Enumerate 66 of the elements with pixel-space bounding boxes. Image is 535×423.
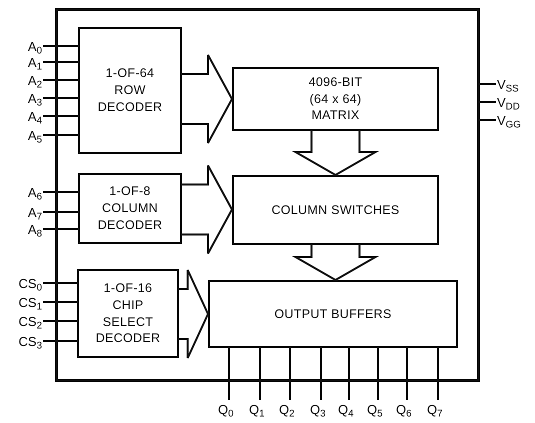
block-box bbox=[232, 67, 439, 131]
pin-line bbox=[43, 115, 78, 117]
pin-label: A$_{0}$ bbox=[10, 38, 42, 54]
pin-label: Q$_{4}$ bbox=[338, 400, 360, 418]
block-label: 1-OF-16 CHIP SELECT DECODER bbox=[94, 280, 162, 348]
block-label: 1-OF-8 COLUMN DECODER bbox=[96, 183, 164, 234]
pin-label: Q$_{3}$ bbox=[310, 400, 332, 418]
pin-line bbox=[320, 348, 322, 400]
pin-label: A$_{3}$ bbox=[10, 90, 42, 106]
block-box bbox=[78, 27, 182, 154]
pin-line bbox=[480, 101, 496, 103]
pin-label: Q$_{7}$ bbox=[427, 400, 449, 418]
pin-line bbox=[43, 301, 77, 303]
block-box bbox=[208, 280, 458, 348]
pin-label: CS$_{0}$ bbox=[4, 275, 42, 291]
pin-label: A$_{1}$ bbox=[10, 54, 42, 70]
block-arrow bbox=[292, 130, 380, 176]
pin-line bbox=[43, 211, 78, 213]
pin-line bbox=[437, 348, 439, 400]
pin-label: V$_{GG}$ bbox=[497, 112, 533, 128]
block-box bbox=[77, 269, 179, 358]
pin-label: A$_{6}$ bbox=[10, 184, 42, 200]
pin-line bbox=[43, 79, 78, 81]
pin-label: A$_{8}$ bbox=[10, 221, 42, 237]
pin-line bbox=[228, 348, 230, 400]
block-arrow bbox=[292, 244, 380, 282]
pin-line bbox=[348, 348, 350, 400]
pin-line bbox=[43, 191, 78, 193]
pin-line bbox=[43, 340, 77, 342]
pin-line bbox=[43, 320, 77, 322]
pin-label: A$_{5}$ bbox=[10, 127, 42, 143]
block-label: COLUMN SWITCHES bbox=[270, 202, 401, 218]
pin-line bbox=[43, 282, 77, 284]
block-arrow bbox=[181, 164, 234, 254]
pin-line bbox=[43, 45, 78, 47]
pin-line bbox=[480, 83, 496, 85]
pin-label: Q$_{0}$ bbox=[218, 400, 240, 418]
pin-label: CS$_{3}$ bbox=[4, 333, 42, 349]
pin-line bbox=[43, 97, 78, 99]
block-label: 1-OF-64 ROW DECODER bbox=[96, 65, 164, 116]
pin-label: CS$_{1}$ bbox=[4, 294, 42, 310]
pin-label: Q$_{6}$ bbox=[396, 400, 418, 418]
block-label: OUTPUT BUFFERS bbox=[273, 306, 393, 322]
pin-line bbox=[480, 119, 496, 121]
pin-label: CS$_{2}$ bbox=[4, 313, 42, 329]
pin-label: Q$_{5}$ bbox=[367, 400, 389, 418]
block-box bbox=[232, 175, 439, 245]
pin-line bbox=[377, 348, 379, 400]
block-label: 4096-BIT (64 x 64) MATRIX bbox=[308, 74, 364, 124]
pin-label: A$_{4}$ bbox=[10, 108, 42, 124]
pin-label: A$_{7}$ bbox=[10, 204, 42, 220]
pin-label: Q$_{2}$ bbox=[279, 400, 301, 418]
pin-line bbox=[406, 348, 408, 400]
pin-label: A$_{2}$ bbox=[10, 72, 42, 88]
block-box bbox=[78, 173, 182, 244]
pin-label: V$_{DD}$ bbox=[497, 94, 533, 110]
block-arrow bbox=[181, 54, 234, 144]
chip-outline bbox=[55, 8, 480, 382]
pin-label: V$_{SS}$ bbox=[497, 76, 533, 92]
pin-line bbox=[289, 348, 291, 400]
pin-line bbox=[43, 134, 78, 136]
pin-line bbox=[43, 61, 78, 63]
pin-label: Q$_{1}$ bbox=[249, 400, 271, 418]
pin-line bbox=[43, 228, 78, 230]
block-arrow bbox=[178, 269, 210, 359]
pin-line bbox=[259, 348, 261, 400]
